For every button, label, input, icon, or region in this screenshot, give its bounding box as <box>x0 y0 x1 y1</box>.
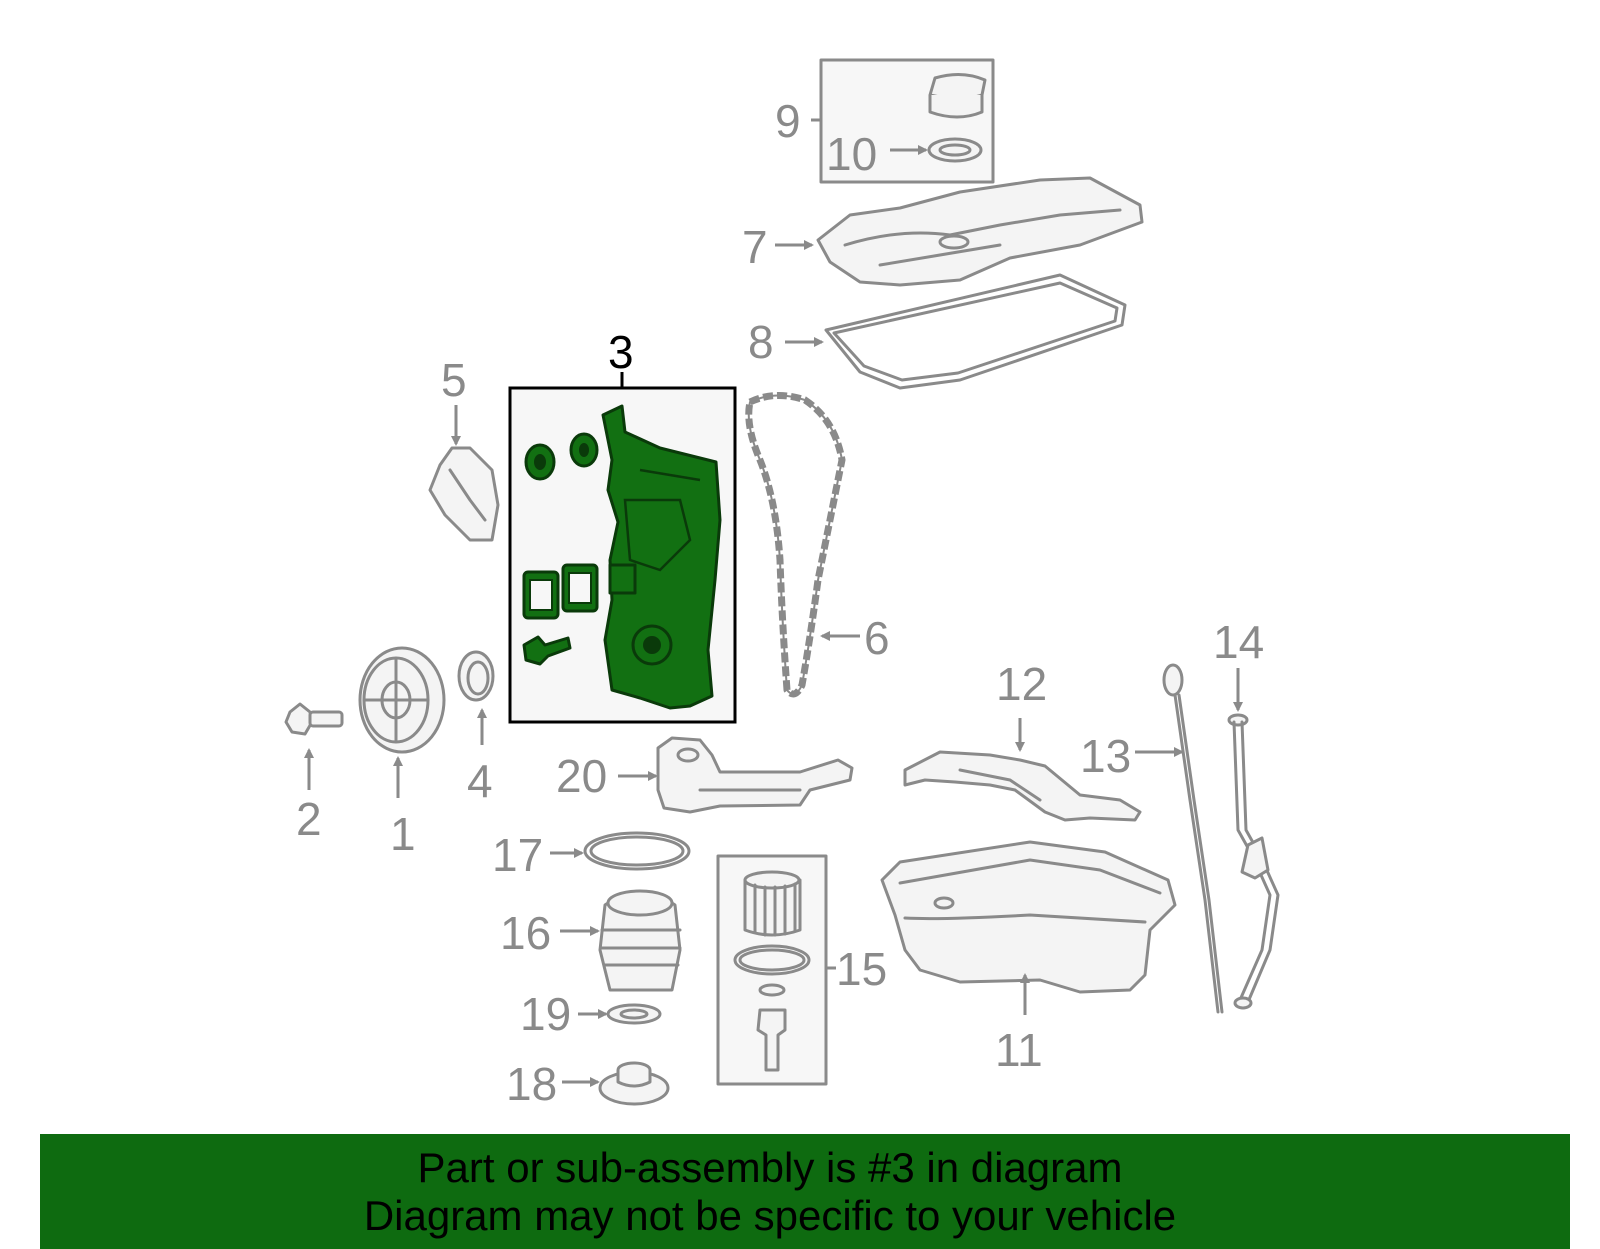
callout-5[interactable]: 5 <box>441 354 467 406</box>
callout-16[interactable]: 16 <box>500 907 551 959</box>
callout-7[interactable]: 7 <box>742 221 768 273</box>
timing-cover-assembly-highlighted[interactable]: 3 <box>508 326 737 724</box>
callout-4[interactable]: 4 <box>467 755 493 807</box>
oil-filter-housing-group: 17 16 19 18 <box>492 829 691 1110</box>
callout-2[interactable]: 2 <box>296 793 322 845</box>
valve-cover-gasket-group: 8 <box>748 273 1127 390</box>
callout-18[interactable]: 18 <box>506 1058 557 1110</box>
exploded-parts-diagram: 9 10 7 8 3 <box>284 58 1280 1110</box>
callout-20[interactable]: 20 <box>556 750 607 802</box>
callout-13[interactable]: 13 <box>1080 730 1131 782</box>
callout-1[interactable]: 1 <box>390 808 416 860</box>
callout-15[interactable]: 15 <box>836 943 887 995</box>
callout-17[interactable]: 17 <box>492 829 543 881</box>
oil-pump-group: 20 <box>556 736 854 814</box>
oil-pan-group: 11 <box>880 840 1177 1076</box>
cover-plate-group: 5 <box>428 354 500 542</box>
banner-line-part: Part or sub-assembly is #3 in diagram <box>417 1144 1123 1191</box>
timing-chain-group: 6 <box>745 392 890 698</box>
oil-filter-kit-group: 15 <box>716 854 887 1086</box>
part-info-banner: Part or sub-assembly is #3 in diagram Di… <box>40 1134 1570 1249</box>
valve-cover-group: 7 <box>742 176 1144 287</box>
dipstick-group: 13 <box>1080 663 1224 1014</box>
banner-line-disclaimer: Diagram may not be specific to your vehi… <box>363 1192 1177 1239</box>
callout-14[interactable]: 14 <box>1213 616 1264 668</box>
callout-10[interactable]: 10 <box>826 128 877 180</box>
oil-filler-cap-group: 9 10 <box>775 58 995 184</box>
dipstick-tube-group: 14 <box>1213 616 1280 1010</box>
callout-8[interactable]: 8 <box>748 316 774 368</box>
callout-9[interactable]: 9 <box>775 95 801 147</box>
crank-pulley-group: 1 2 4 <box>284 646 495 860</box>
callout-3[interactable]: 3 <box>608 326 634 378</box>
baffle-plate-group: 12 <box>903 658 1142 822</box>
callout-19[interactable]: 19 <box>520 988 571 1040</box>
callout-12[interactable]: 12 <box>996 658 1047 710</box>
callout-6[interactable]: 6 <box>864 612 890 664</box>
callout-11[interactable]: 11 <box>995 1024 1043 1076</box>
